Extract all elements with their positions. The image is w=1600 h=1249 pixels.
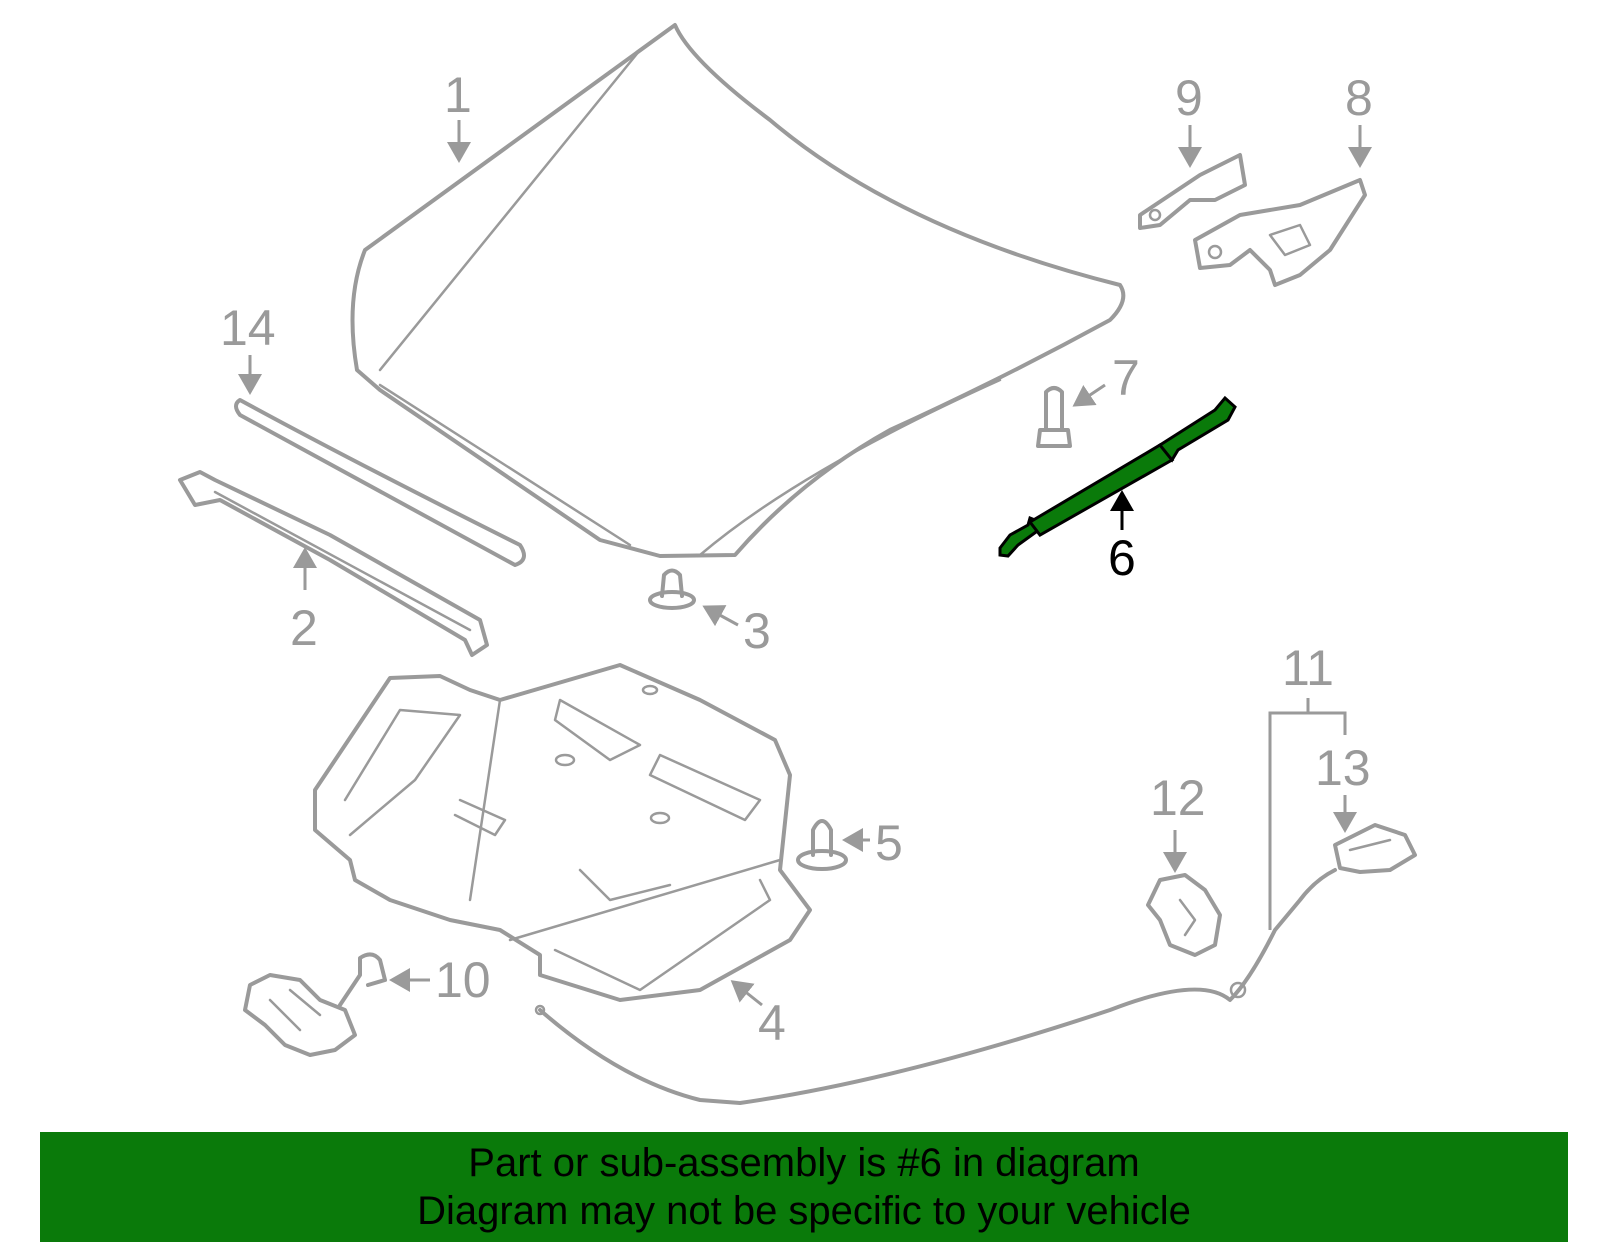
callout-4: 4	[758, 995, 786, 1051]
release-cable-part[interactable]	[534, 868, 1337, 1105]
callout-13: 13	[1315, 740, 1371, 796]
callout-3: 3	[743, 603, 771, 659]
bracket-part[interactable]	[1146, 873, 1222, 957]
latch-part[interactable]	[243, 952, 387, 1057]
bolt-part[interactable]	[1036, 386, 1072, 448]
hood-part[interactable]	[350, 23, 1126, 558]
banner-line-1: Part or sub-assembly is #6 in diagram	[468, 1141, 1140, 1185]
callout-8: 8	[1345, 70, 1373, 126]
callout-1: 1	[444, 67, 472, 123]
hinge-bracket-part[interactable]	[1138, 153, 1247, 230]
lift-support-part[interactable]	[998, 395, 1237, 558]
callout-12: 12	[1150, 770, 1206, 826]
hinge-part[interactable]	[1193, 178, 1367, 287]
callout-2: 2	[290, 600, 318, 656]
callout-labels: 1 14 2 3 9 8 7 6 5 4 10 11 12 13	[220, 67, 1373, 1051]
hood-seal-part[interactable]	[234, 398, 526, 567]
release-handle-part[interactable]	[1333, 823, 1417, 874]
callout-10: 10	[435, 952, 491, 1008]
callout-11: 11	[1282, 640, 1334, 696]
callout-14: 14	[220, 300, 276, 356]
clip-3-part[interactable]	[648, 568, 696, 610]
leader-lines	[238, 120, 1372, 1007]
callout-6: 6	[1108, 530, 1136, 586]
insulator-part[interactable]	[313, 663, 812, 1002]
info-banner: Part or sub-assembly is #6 in diagram Di…	[40, 1132, 1568, 1242]
clip-5-part[interactable]	[796, 819, 848, 871]
callout-5: 5	[875, 815, 903, 871]
callout-9: 9	[1175, 70, 1203, 126]
banner-line-2: Diagram may not be specific to your vehi…	[417, 1189, 1191, 1233]
molding-part[interactable]	[178, 470, 489, 657]
parts-diagram: 1 14 2 3 9 8 7 6 5 4 10 11 12 13	[178, 23, 1417, 1105]
callout-7: 7	[1112, 350, 1140, 406]
